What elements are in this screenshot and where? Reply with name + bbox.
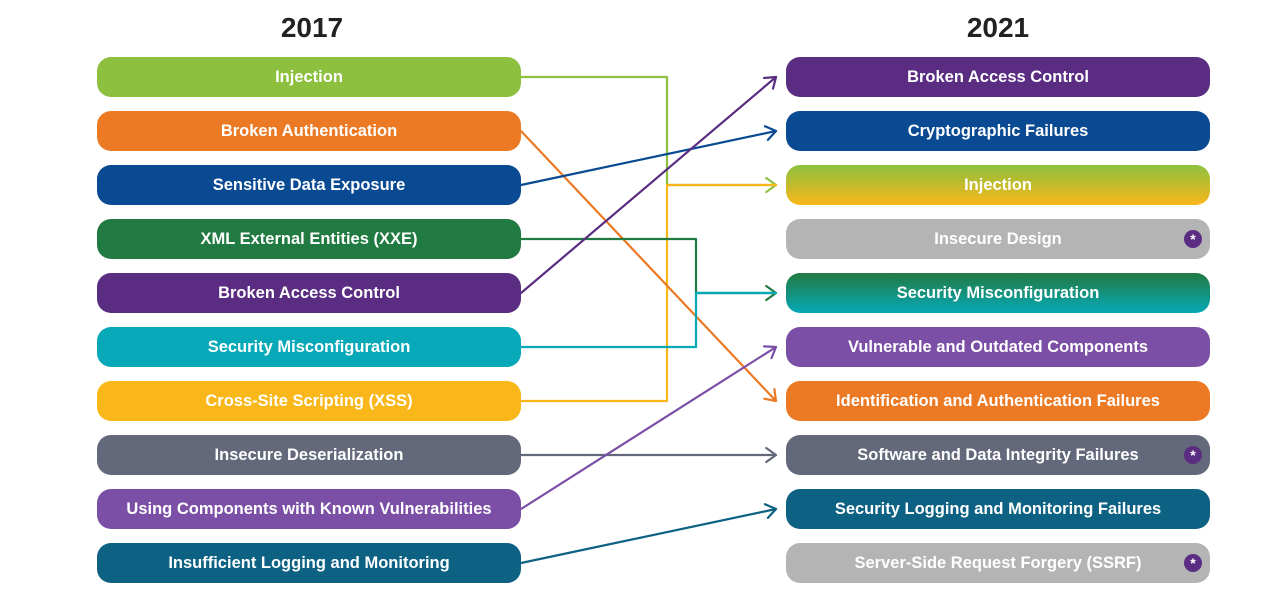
item-2021-label: Vulnerable and Outdated Components [847, 337, 1149, 356]
item-2021-security-misconfiguration: Security Misconfiguration [786, 273, 1210, 313]
connector-line [519, 75, 778, 187]
item-2017-sensitive-data-exposure: Sensitive Data Exposure [97, 165, 521, 205]
item-2017-insecure-deserialization: Insecure Deserialization [97, 435, 521, 475]
item-2021-identification-and-authentication-failures: Identification and Authentication Failur… [786, 381, 1210, 421]
new-category-asterisk-icon: * [1184, 446, 1202, 464]
item-2021-label: Broken Access Control [907, 67, 1089, 86]
new-category-asterisk-icon: * [1184, 230, 1202, 248]
item-2021-vulnerable-and-outdated-components: Vulnerable and Outdated Components [786, 327, 1210, 367]
item-2021-injection: Injection [786, 165, 1210, 205]
arrowhead [762, 75, 778, 90]
year-2017-title: 2017 [280, 12, 344, 43]
arrowhead [763, 125, 778, 141]
item-2021-label: Injection [964, 175, 1032, 194]
connector-line [519, 129, 778, 403]
item-2021-software-and-data-integrity-failures: Software and Data Integrity Failures * [786, 435, 1210, 475]
year-2021-title: 2021 [966, 12, 1030, 43]
connector-line [519, 507, 778, 565]
item-2021-security-logging-and-monitoring-failures: Security Logging and Monitoring Failures [786, 489, 1210, 529]
item-2021-label: Security Misconfiguration [896, 283, 1100, 302]
arrowhead [762, 345, 778, 360]
item-2021-server-side-request-forgery-ssrf: Server-Side Request Forgery (SSRF) * [786, 543, 1210, 583]
item-2021-label: Insecure Design [934, 229, 1062, 248]
item-2017-cross-site-scripting-xss: Cross-Site Scripting (XSS) [97, 381, 521, 421]
item-2021-cryptographic-failures: Cryptographic Failures [786, 111, 1210, 151]
new-category-asterisk-icon: * [1184, 554, 1202, 572]
connector-line [519, 183, 778, 403]
item-2017-injection: Injection [97, 57, 521, 97]
item-2017-broken-authentication: Broken Authentication [97, 111, 521, 151]
item-2021-label: Software and Data Integrity Failures [857, 445, 1139, 464]
connector-line [519, 129, 778, 187]
item-2017-security-misconfiguration: Security Misconfiguration [97, 327, 521, 367]
connector-line [519, 75, 778, 295]
item-2017-broken-access-control: Broken Access Control [97, 273, 521, 313]
item-2021-label: Cryptographic Failures [907, 121, 1089, 140]
arrowhead [765, 446, 778, 464]
item-2021-label: Server-Side Request Forgery (SSRF) [854, 553, 1142, 572]
item-2017-using-components-with-known-vulnerabilities: Using Components with Known Vulnerabilit… [97, 489, 521, 529]
item-2021-label: Identification and Authentication Failur… [836, 391, 1160, 410]
item-2021-insecure-design: Insecure Design * [786, 219, 1210, 259]
item-2021-label: Security Logging and Monitoring Failures [834, 499, 1162, 518]
connector-line [519, 291, 778, 349]
arrowhead [763, 388, 778, 403]
item-2017-xml-external-entities-xxe: XML External Entities (XXE) [97, 219, 521, 259]
arrowhead [763, 503, 778, 519]
item-2017-insufficient-logging-and-monitoring: Insufficient Logging and Monitoring [97, 543, 521, 583]
item-2021-broken-access-control: Broken Access Control [786, 57, 1210, 97]
connector-line [519, 345, 778, 511]
